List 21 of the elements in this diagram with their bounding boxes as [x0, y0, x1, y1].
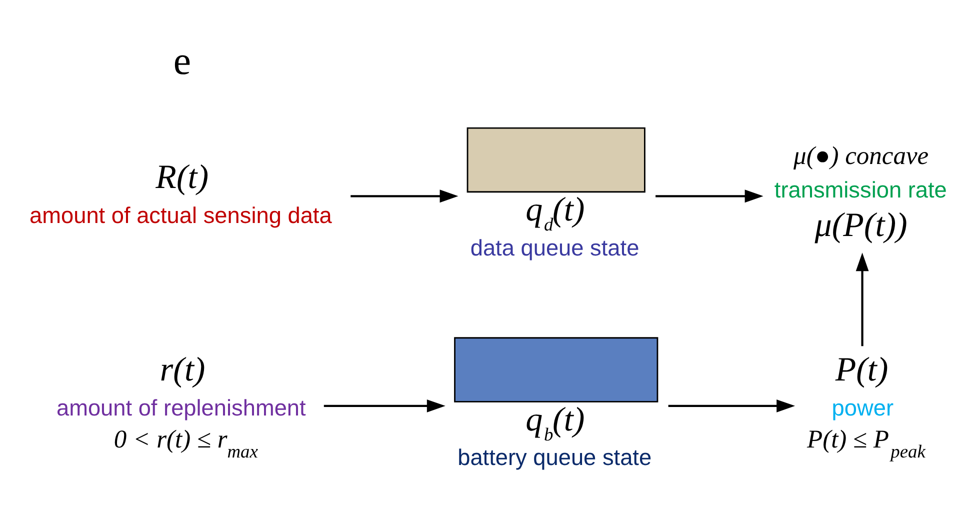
node-text: R(t) [156, 158, 209, 196]
node-label: q$_{d}$(t) [526, 191, 585, 234]
arrow [324, 398, 446, 412]
arrow [856, 252, 869, 346]
node-label: q$_{b}$(t) [526, 400, 585, 444]
arrow [656, 189, 764, 202]
node-label: power [832, 394, 894, 420]
node-text: P(t) [835, 351, 888, 388]
node-label: amount of actual sensing data [30, 201, 332, 228]
node-label: P(t) ≤ P$_{peak}$ [807, 424, 926, 462]
node-label: transmission rate [774, 176, 947, 202]
arrow [668, 398, 796, 412]
node-label: battery queue state [458, 444, 652, 470]
arrow [350, 189, 458, 202]
label: e [173, 38, 192, 83]
node-label: μ(●) concave [794, 140, 929, 170]
node-label: data queue state [470, 234, 640, 260]
node-label: 0 < r(t) ≤ r$_{max}$ [114, 424, 258, 462]
node-label: amount of replenishment [56, 394, 306, 420]
node-text: r(t) [160, 351, 206, 388]
node-text: μ(P(t)) [814, 206, 908, 244]
